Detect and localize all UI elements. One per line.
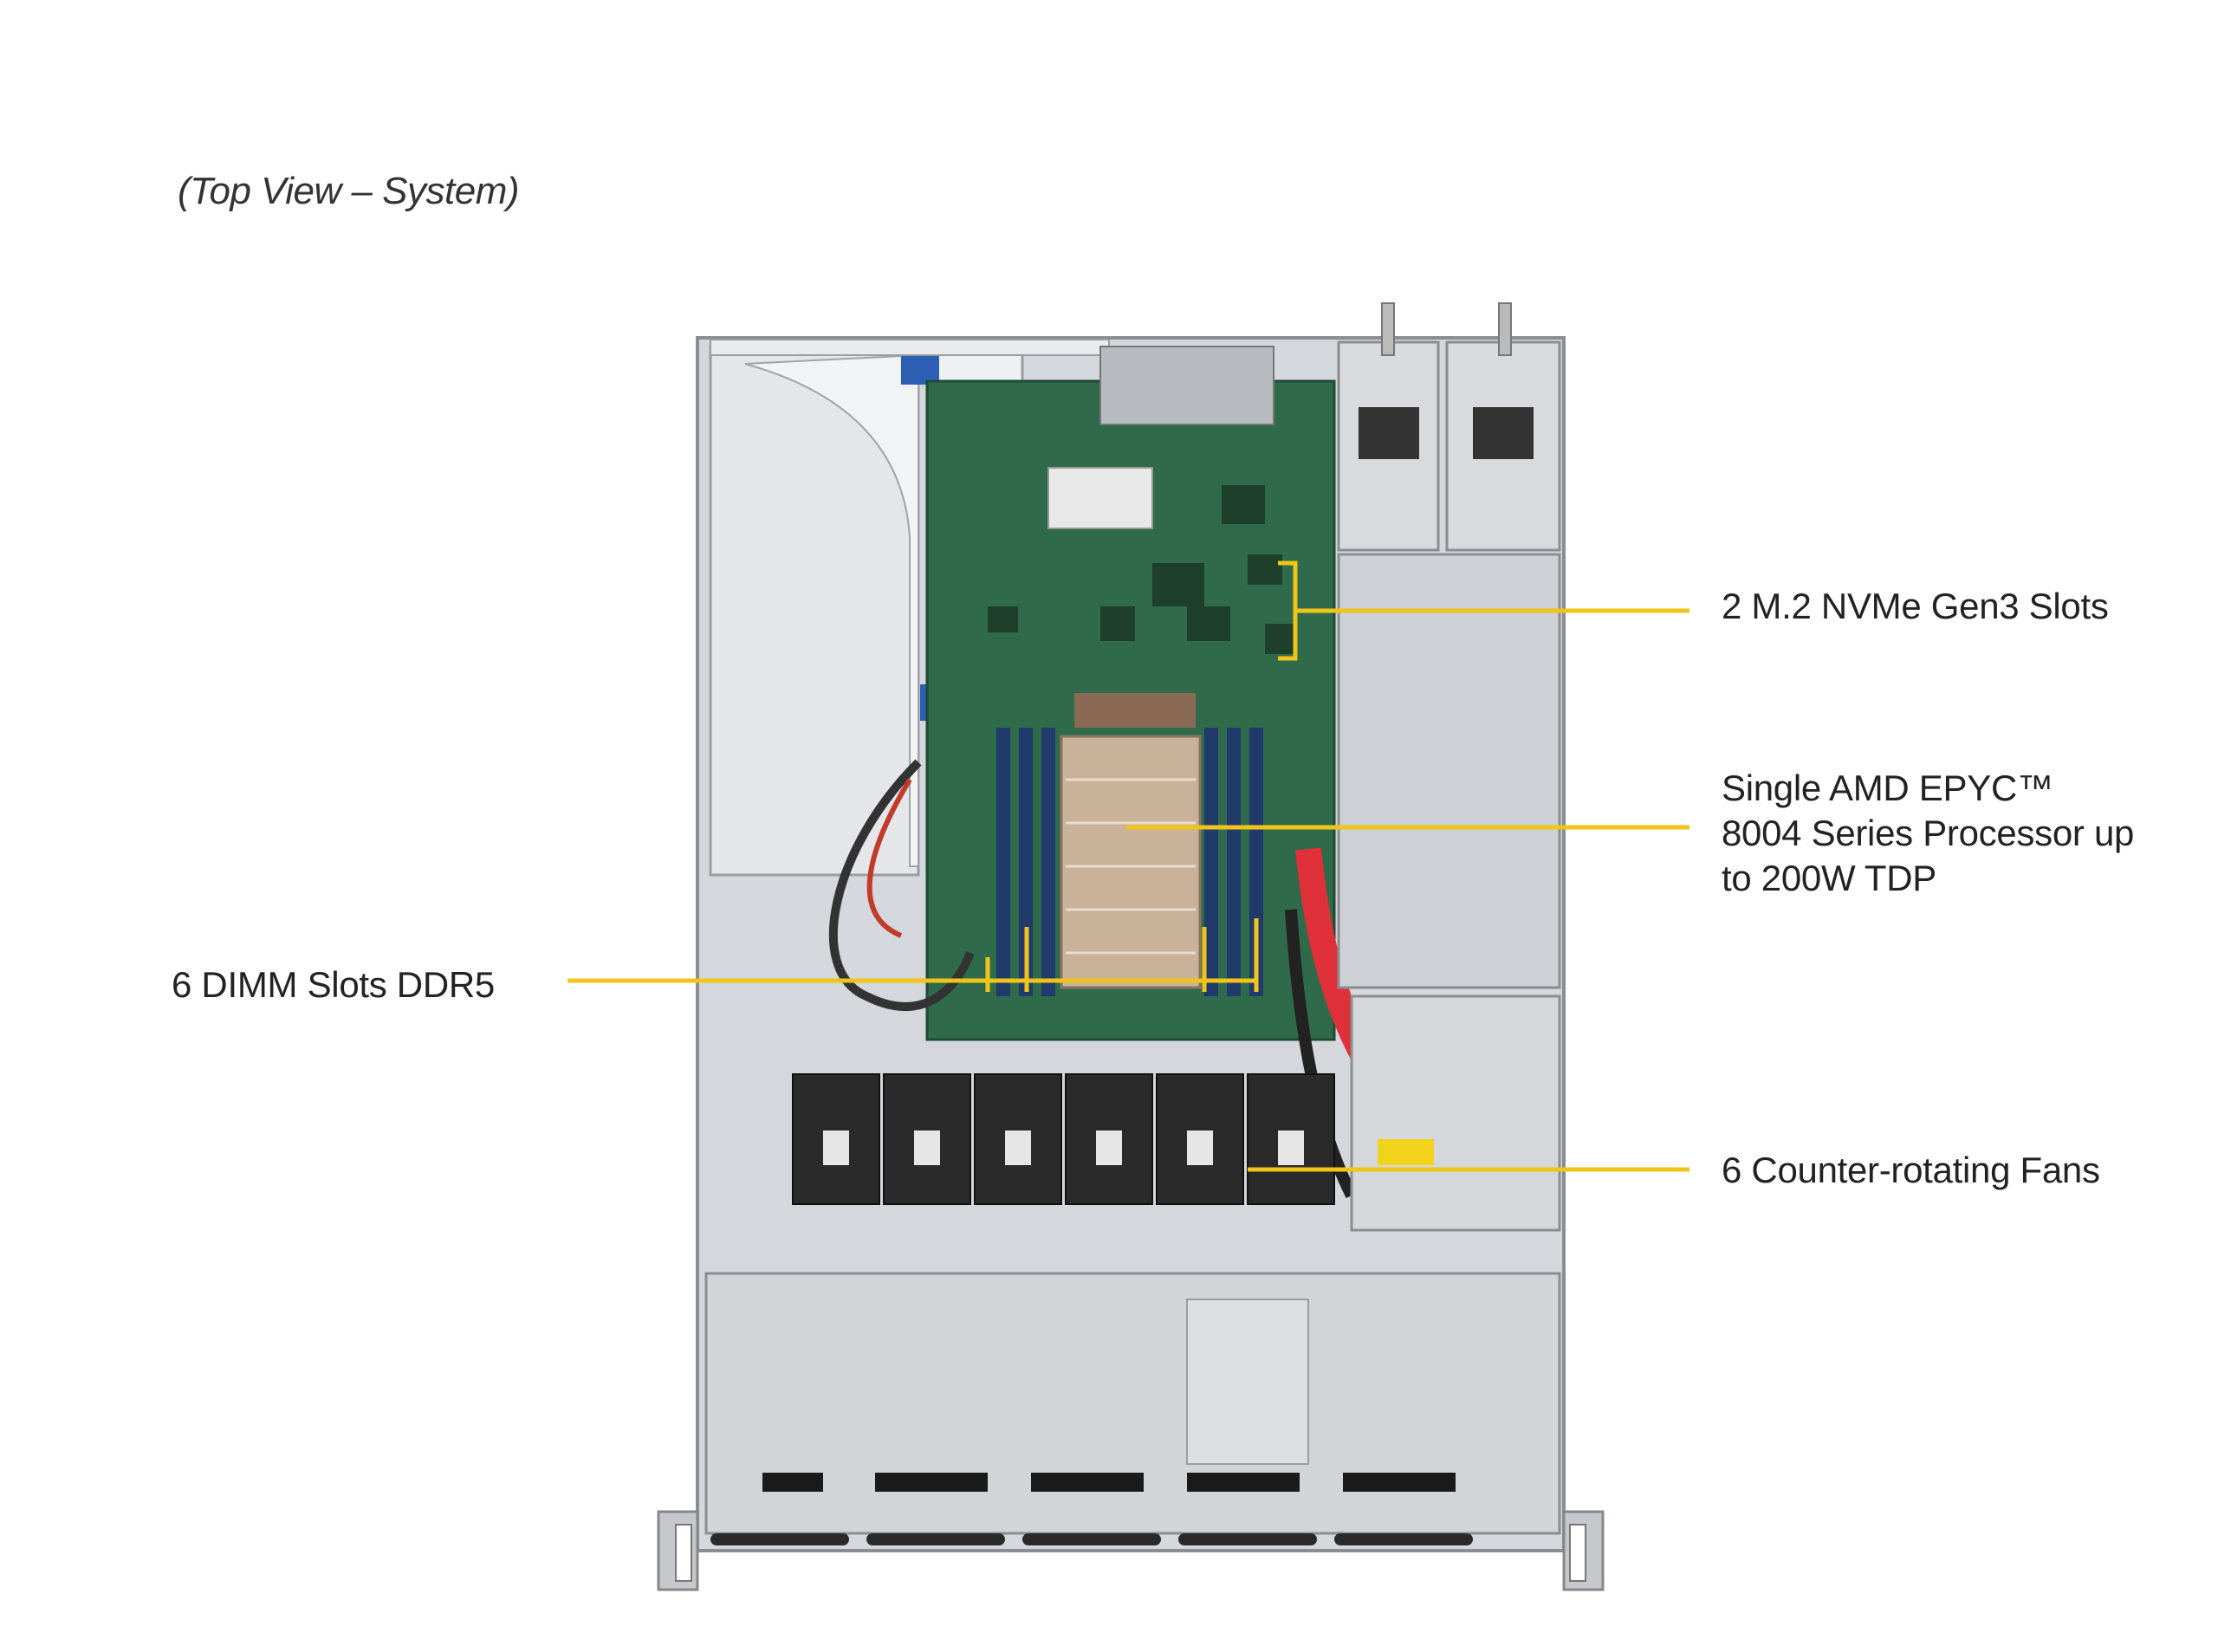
front-panel-door <box>1186 1299 1309 1465</box>
riser-curve <box>744 353 919 867</box>
dimm-bank-left <box>996 728 1055 996</box>
nvme-callout-line <box>1278 560 1689 661</box>
rack-handle-left <box>675 1524 692 1582</box>
cable-bundle-left-red <box>866 778 912 938</box>
dimm-callout-line <box>567 918 1259 992</box>
vrm-heatsink <box>1074 693 1196 728</box>
callout-lines <box>567 560 1689 1172</box>
processor-label: Single AMD EPYC™ 8004 Series Processor u… <box>1722 766 2172 901</box>
fans-label: 6 Counter-rotating Fans <box>1722 1150 2100 1190</box>
io-connectors <box>1099 346 1274 425</box>
heatsink-fins <box>1066 778 1196 955</box>
psu-bay-lower <box>1350 994 1561 1232</box>
psu-1-handle <box>1381 302 1395 356</box>
nvme-slots-label: 2 M.2 NVMe Gen3 Slots <box>1722 586 2109 626</box>
cpu-heatsink <box>1060 735 1202 989</box>
processor-label-line-1: Single AMD EPYC™ <box>1722 768 2053 808</box>
dimm-slots-label: 6 DIMM Slots DDR5 <box>172 964 495 1005</box>
psu-2-vent <box>1473 407 1534 459</box>
psu-2-handle <box>1498 302 1512 356</box>
psu-1-vent <box>1359 407 1419 459</box>
psu-bay <box>1337 553 1561 989</box>
cable-bundle-left <box>828 759 975 1011</box>
riser-top-rail <box>710 339 1110 356</box>
processor-label-line-2: 8004 Series Processor up <box>1722 813 2135 853</box>
front-bumpers <box>710 1533 1473 1545</box>
rack-handle-right <box>1569 1524 1586 1582</box>
board-components <box>988 467 1295 654</box>
diagram-caption: (Top View – System) <box>178 170 520 212</box>
fan-labels <box>823 1130 1304 1165</box>
warning-label <box>1378 1139 1434 1165</box>
front-vents <box>762 1473 1456 1492</box>
front-panel <box>704 1272 1561 1535</box>
processor-label-line-3: to 200W TDP <box>1722 858 1937 898</box>
dimm-bank-right <box>1204 728 1263 996</box>
